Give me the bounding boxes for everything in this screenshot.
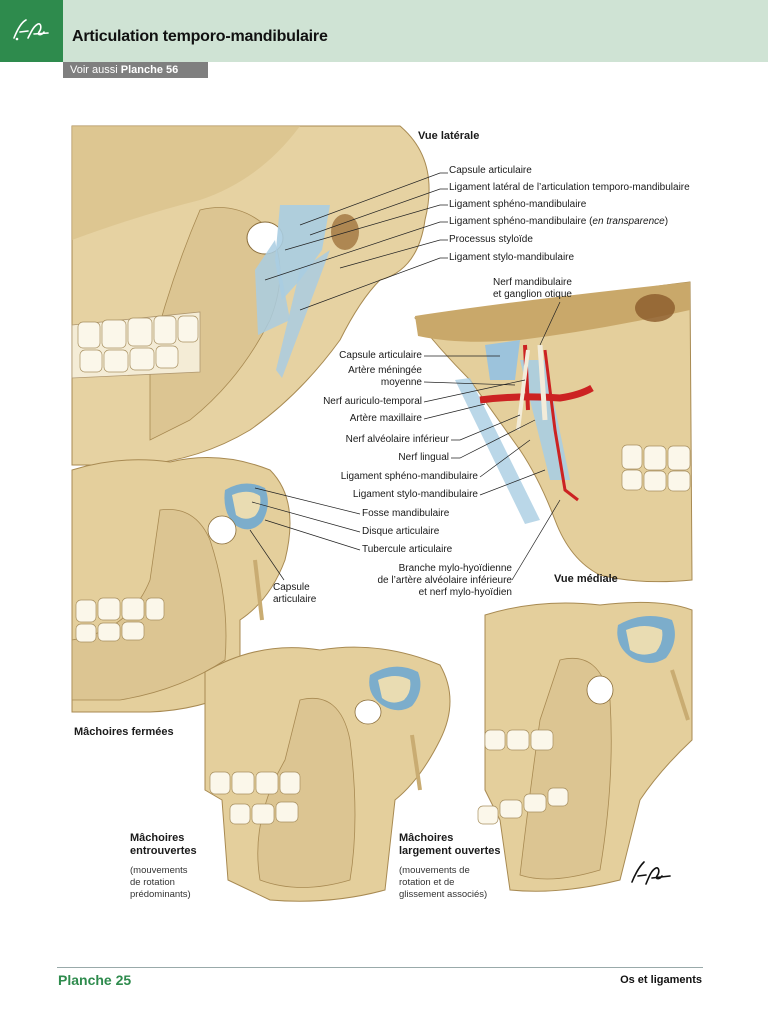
caption-largement-title-2: largement ouvertes	[399, 845, 501, 857]
half-open-jaw-drawing	[204, 646, 451, 902]
label-capsule-articulaire: Capsule articulaire	[449, 165, 532, 176]
label-closed-capsule-articulaire: articulaire	[273, 594, 317, 605]
label-artere-alveolaire-inferieure: de l’artère alvéolaire inférieure	[377, 575, 512, 586]
caption-largement-note-1: (mouvements de	[399, 865, 470, 876]
label-ligament-spheno-transparence: Ligament sphéno-mandibulaire (en transpa…	[449, 216, 669, 227]
label-artere-meningee: Artère méningée	[348, 365, 422, 376]
footer-section-title: Os et ligaments	[620, 974, 702, 986]
label-fosse-mandibulaire: Fosse mandibulaire	[362, 508, 450, 519]
label-disque-articulaire: Disque articulaire	[362, 526, 440, 537]
label-tubercule-articulaire: Tubercule articulaire	[362, 544, 453, 555]
caption-largement-title-1: Mâchoires	[399, 832, 454, 844]
caption-entrouvertes-note-1: (mouvements	[130, 865, 188, 876]
label-medial-stylo-mandibulaire: Ligament stylo-mandibulaire	[352, 489, 478, 500]
page-header	[0, 0, 768, 62]
lateral-view-heading: Vue latérale	[418, 130, 480, 142]
wide-open-jaw-drawing	[477, 601, 693, 892]
label-closed-capsule: Capsule	[273, 582, 310, 593]
label-processus-styloide: Processus styloïde	[449, 234, 533, 245]
caption-machoires-fermees: Mâchoires fermées	[74, 726, 174, 738]
label-nerf-lingual: Nerf lingual	[398, 452, 449, 463]
label-ligament-spheno-mandibulaire: Ligament sphéno-mandibulaire	[449, 199, 587, 210]
medial-view-drawing	[414, 281, 693, 583]
logo	[0, 0, 63, 62]
label-artere-meningee-moyenne: moyenne	[380, 377, 422, 388]
caption-entrouvertes-note-3: prédominants)	[130, 889, 191, 900]
label-nerf-mylo-hyoidien: et nerf mylo-hyoïdien	[418, 587, 512, 598]
label-medial-spheno-mandibulaire: Ligament sphéno-mandibulaire	[340, 471, 478, 482]
label-ligament-lateral: Ligament latéral de l’articulation tempo…	[449, 182, 690, 193]
see-also-plate-link[interactable]: Planche 56	[120, 64, 179, 76]
label-nerf-mandibulaire: Nerf mandibulaire	[493, 277, 572, 288]
caption-largement-note-2: rotation et de	[399, 877, 455, 888]
leader-lines	[249, 172, 561, 581]
label-medial-capsule: Capsule articulaire	[339, 350, 422, 361]
see-also-reference[interactable]: Voir aussi Planche 56	[63, 62, 208, 78]
footer-divider	[57, 967, 703, 968]
closed-jaw-drawing	[71, 457, 291, 713]
caption-largement-note-3: glissement associés)	[399, 889, 488, 900]
label-nerf-auriculo-temporal: Nerf auriculo-temporal	[323, 396, 422, 407]
caption-entrouvertes-note-2: de rotation	[130, 877, 175, 888]
label-ligament-stylo-mandibulaire: Ligament stylo-mandibulaire	[449, 252, 575, 263]
label-nerf-alveolaire-inferieur: Nerf alvéolaire inférieur	[345, 434, 449, 445]
lateral-skull-drawing	[71, 125, 430, 466]
page-title: Articulation temporo-mandibulaire	[72, 28, 328, 45]
label-ganglion-otique: et ganglion otique	[493, 289, 572, 300]
medial-view-heading: Vue médiale	[554, 573, 618, 585]
caption-entrouvertes-title-1: Mâchoires	[130, 832, 185, 844]
netter-signature-icon	[13, 19, 49, 41]
caption-entrouvertes-title-2: entrouvertes	[130, 845, 197, 857]
label-artere-maxillaire: Artère maxillaire	[349, 413, 422, 424]
footer-plate-number: Planche 25	[58, 972, 132, 988]
artist-signature-icon	[631, 861, 671, 885]
label-branche-mylo-hyoidienne: Branche mylo-hyoïdienne	[398, 563, 512, 574]
see-also-prefix: Voir aussi	[70, 64, 118, 76]
